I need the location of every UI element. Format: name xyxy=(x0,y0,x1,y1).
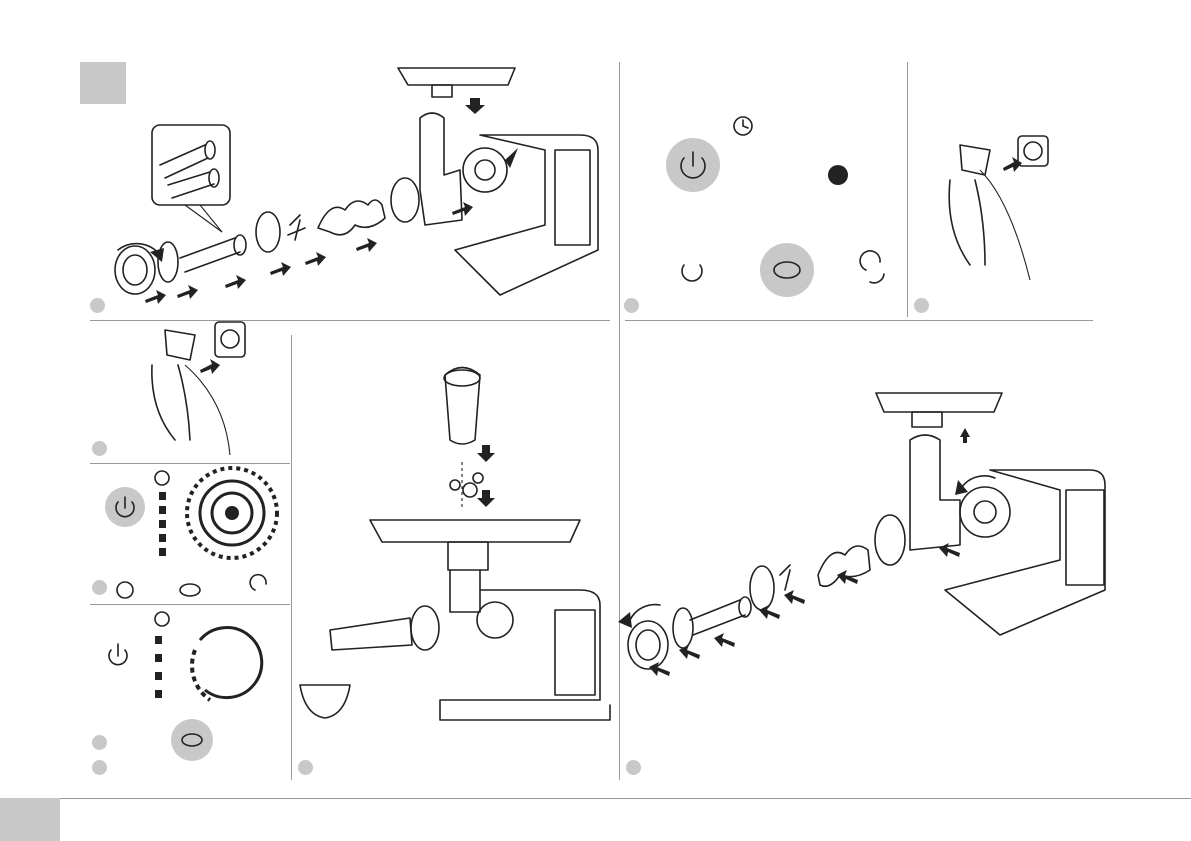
settings-illustration xyxy=(666,117,884,297)
plug-small-illustration xyxy=(152,322,245,455)
timer-illustration xyxy=(109,612,262,761)
disassembly-illustration xyxy=(618,393,1105,676)
kebbe-illustration xyxy=(300,368,610,721)
assembly-illustration xyxy=(115,68,598,304)
mode-select-illustration xyxy=(105,468,277,598)
plug-illustration xyxy=(949,136,1048,280)
